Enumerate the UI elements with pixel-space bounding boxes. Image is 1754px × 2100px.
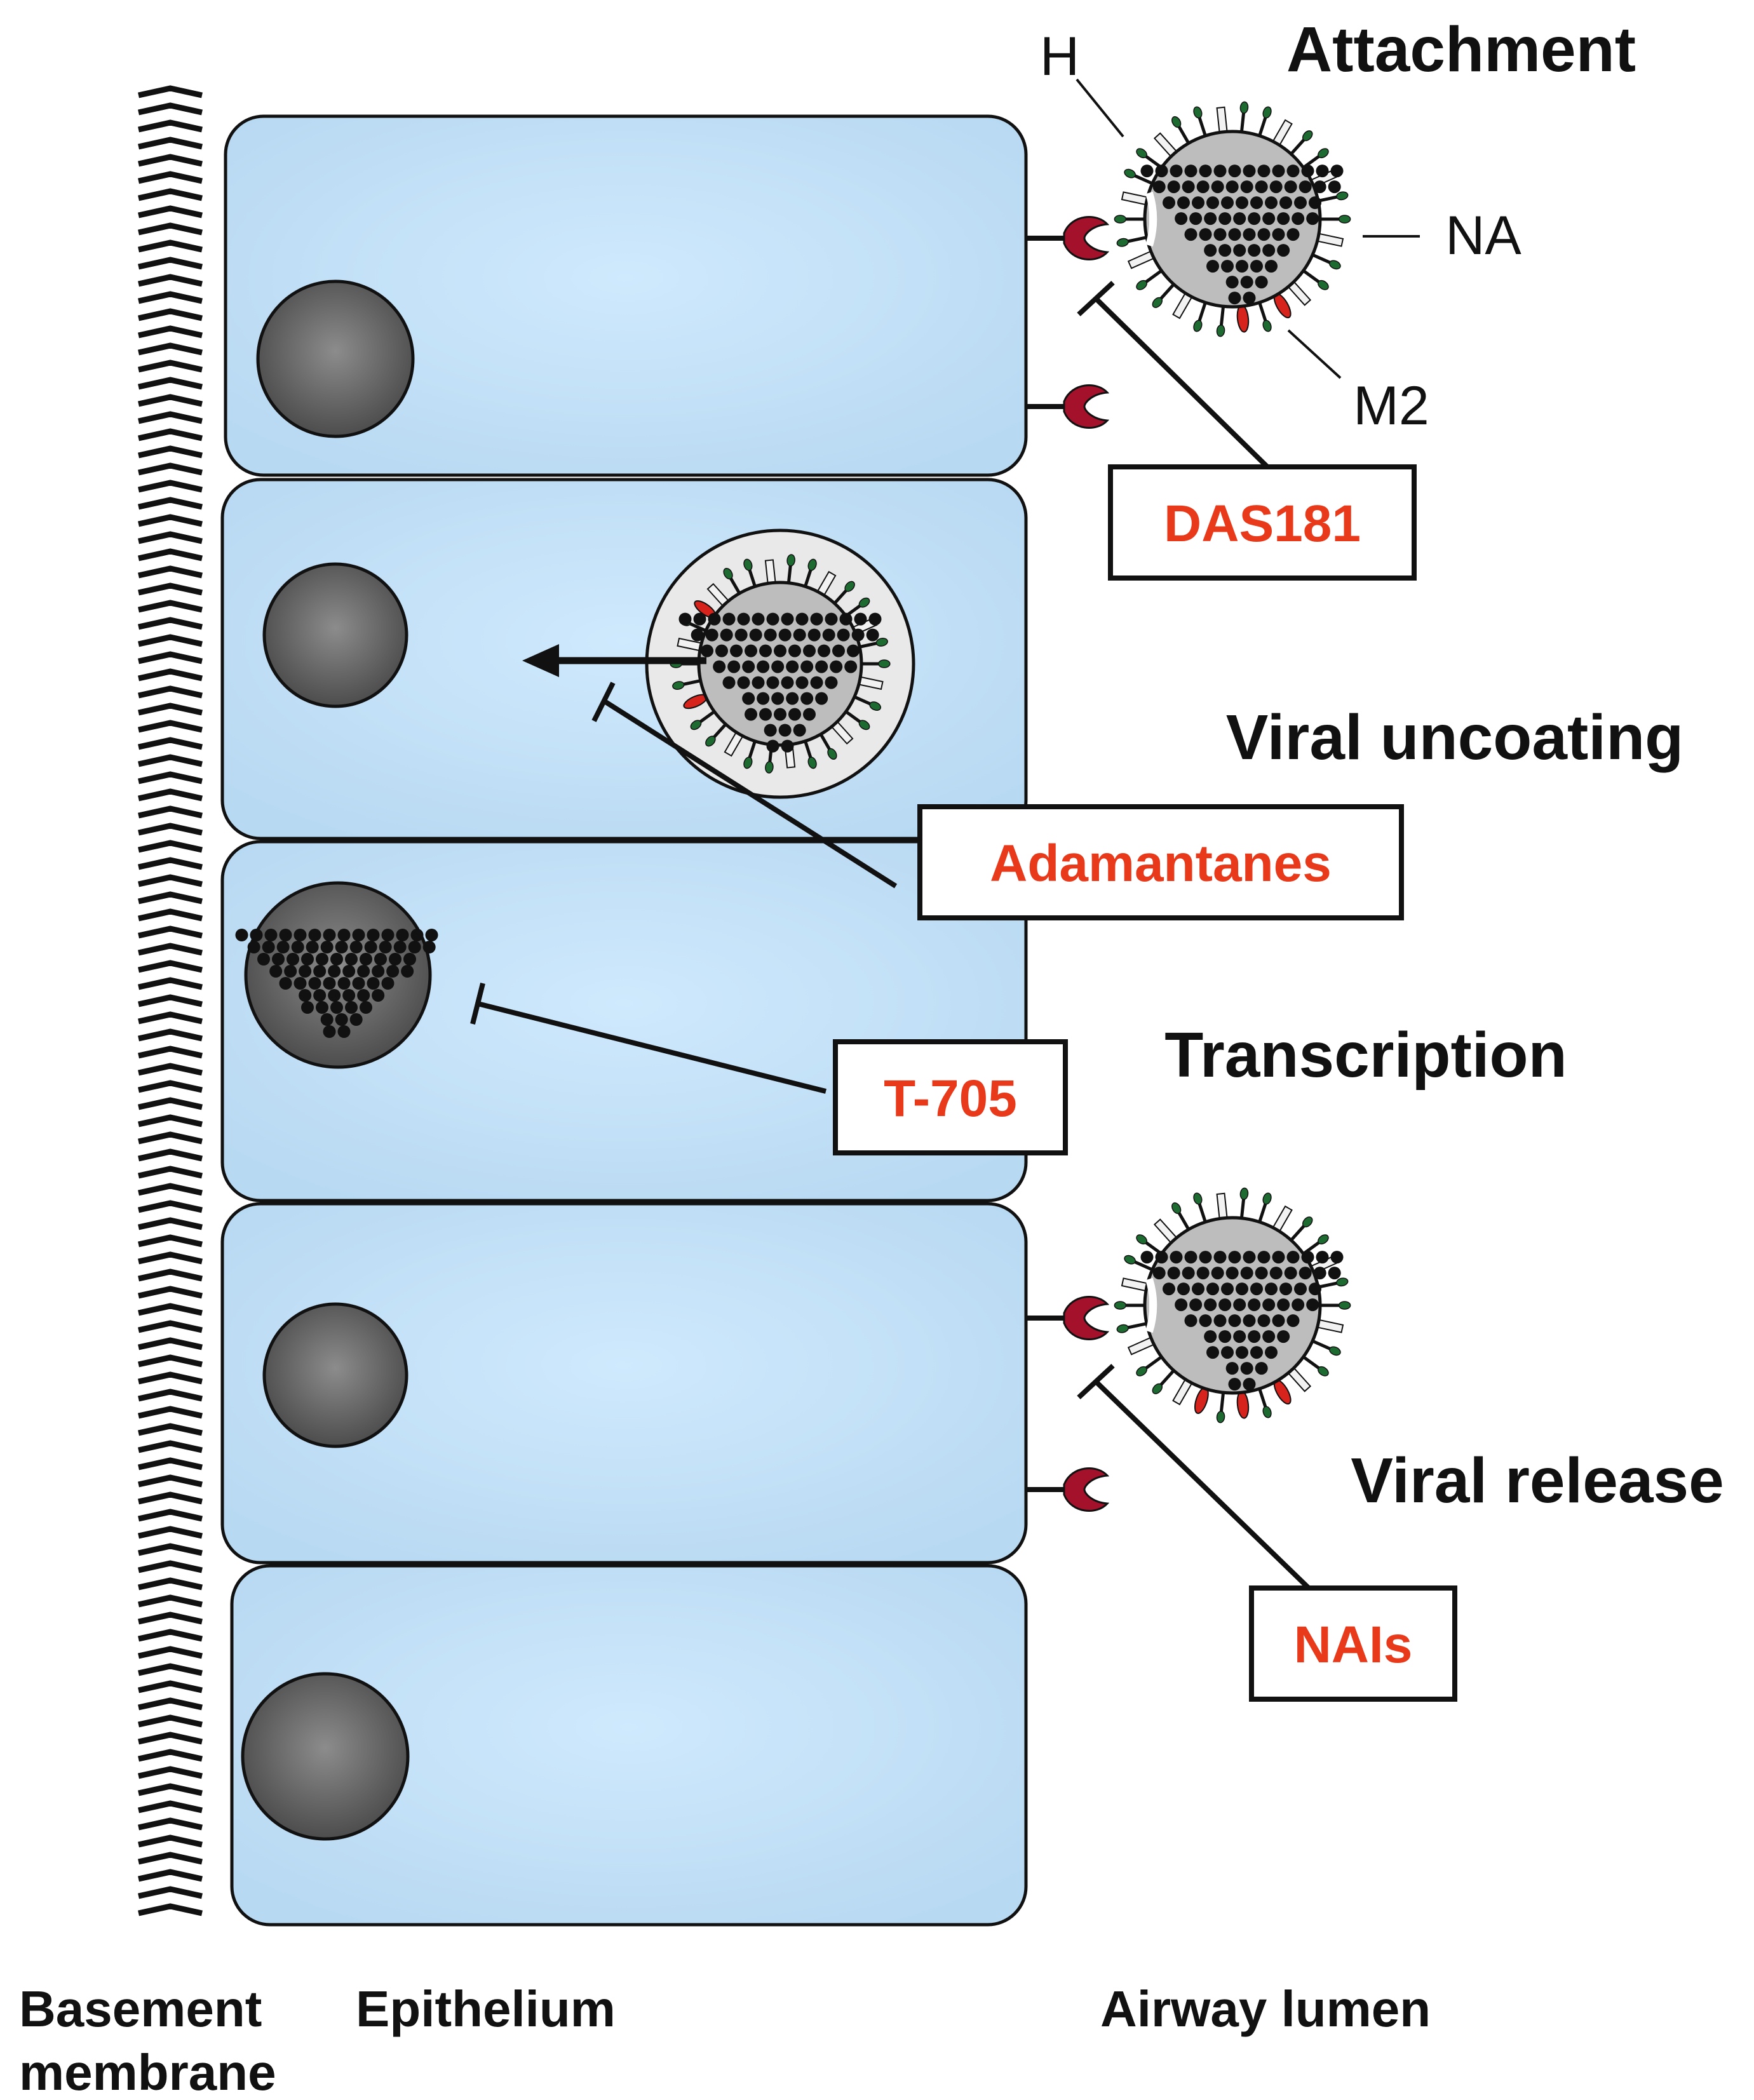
drug-box-t705: T-705 [833,1039,1068,1155]
receptor-icon [1026,1296,1110,1340]
nucleus-icon [262,562,408,708]
inhibition-bar-icon [1077,1364,1311,1590]
drug-box-nais: NAIs [1249,1585,1457,1702]
region-basement-line2: membrane [19,2044,276,2100]
rnp-complex-icon [235,929,438,1038]
epithelial-cell [220,1202,1028,1565]
inhibition-bar-icon [1077,281,1269,469]
stage-label-attachment: Attachment [1286,14,1636,85]
receptor-icon [1026,384,1110,429]
receptor-icon [1026,216,1110,260]
label-na: NA [1445,205,1521,266]
epithelial-cell [224,114,1028,477]
region-epithelium: Epithelium [356,1981,616,2037]
label-h: H [1040,26,1079,87]
drug-box-adamantanes: Adamantanes [917,804,1404,920]
stage-label-release: Viral release [1351,1445,1724,1516]
nucleus-icon [241,1672,410,1841]
sialic-receptors [1026,216,1110,1512]
receptor-icon [1026,1467,1110,1512]
drug-label-t705: T-705 [884,1070,1017,1127]
virion-icon [645,528,915,799]
basement-membrane [138,85,203,1916]
region-basement-line1: Basement [19,1981,262,2037]
stage-label-uncoating: Viral uncoating [1226,702,1684,773]
nucleus-icon [256,279,415,438]
arrow-icon [522,644,706,677]
drug-label-das181: DAS181 [1164,495,1361,553]
nucleus-icon [262,1302,408,1448]
epithelial-cell [220,840,1028,1202]
inhibition-lines [470,281,1311,1590]
virion-icon [1114,101,1351,337]
drug-box-das181: DAS181 [1108,464,1417,581]
virion-icon [1114,1187,1351,1424]
inhibition-bar-icon [470,983,826,1094]
inhibition-bar-icon [591,682,898,889]
stage-label-transcription: Transcription [1164,1020,1567,1091]
epithelial-cell [230,1564,1028,1927]
virion-leader-lines [1076,78,1420,379]
label-m2: M2 [1353,375,1429,436]
drug-label-adamantanes: Adamantanes [990,835,1332,892]
region-lumen: Airway lumen [1100,1981,1431,2037]
drug-label-nais: NAIs [1294,1616,1413,1674]
